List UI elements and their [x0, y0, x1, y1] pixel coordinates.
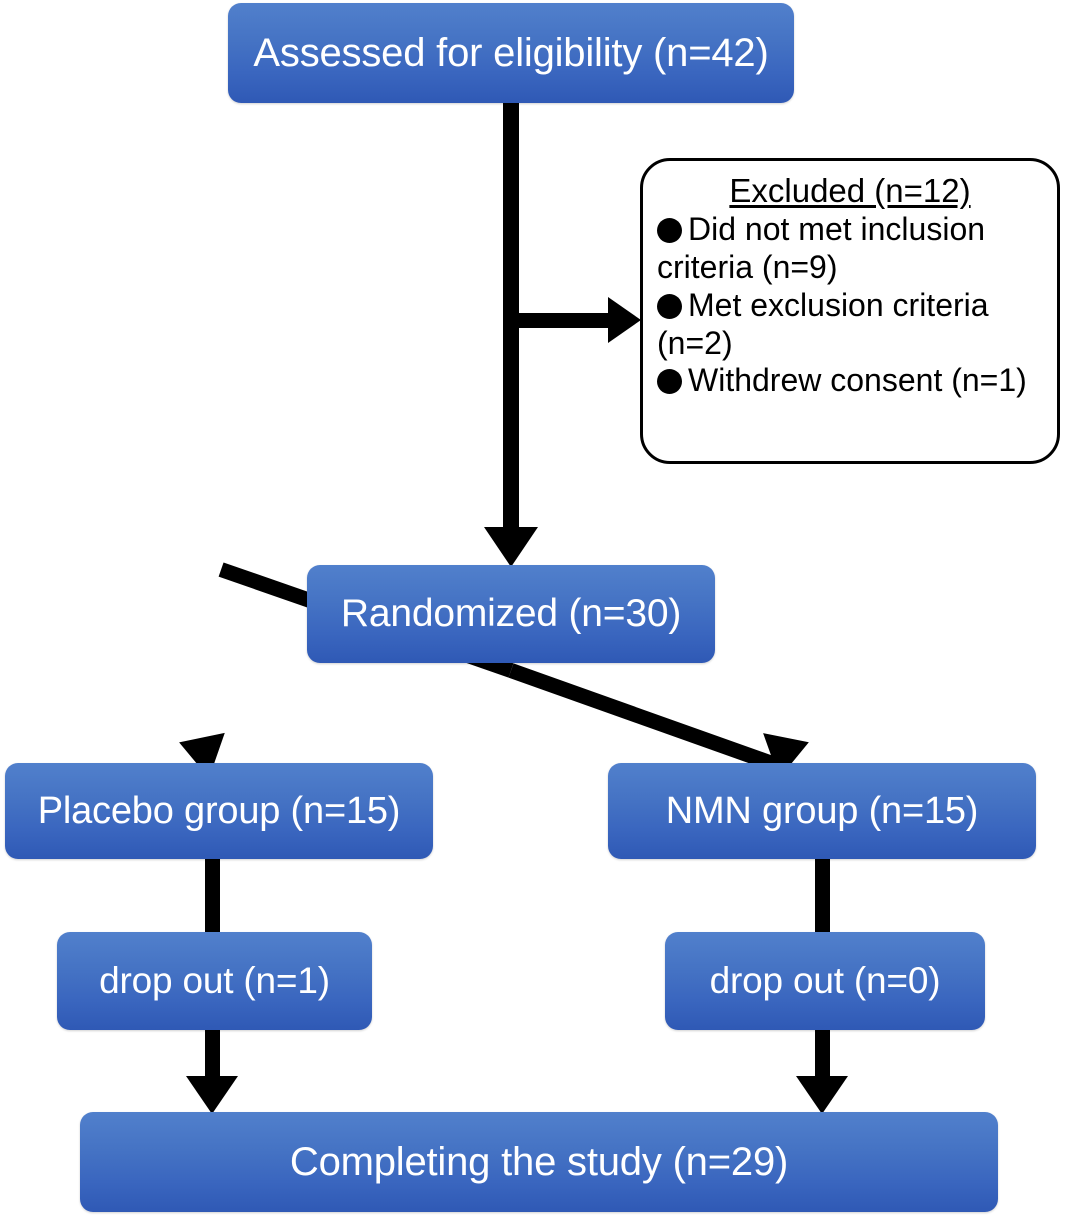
- excluded-reason-line-1: Did not met inclusion: [657, 211, 1043, 249]
- excluded-reason-line-2: criteria (n=9): [657, 249, 1043, 287]
- excluded-reason-line-3: Met exclusion criteria: [657, 287, 1043, 325]
- node-nmn-group: NMN group (n=15): [608, 763, 1036, 859]
- node-dropout-placebo-label: drop out (n=1): [99, 960, 330, 1001]
- excluded-reason-text-1: Did not met inclusion: [688, 211, 986, 248]
- excluded-reason-line-4: (n=2): [657, 325, 1043, 363]
- node-randomized-label: Randomized (n=30): [340, 592, 682, 635]
- node-assessed-for-eligibility: Assessed for eligibility (n=42): [228, 3, 794, 103]
- connector-randomized-to-nmn: [508, 663, 790, 776]
- arrow-right-icon-to-excluded: [608, 297, 641, 343]
- arrow-down-icon-to-randomized: [484, 527, 538, 567]
- node-completing-label: Completing the study (n=29): [289, 1139, 789, 1184]
- connector-nmn-to-dropout: [815, 858, 830, 934]
- connector-dropout-placebo-to-completing: [205, 1029, 220, 1084]
- node-dropout-nmn-label: drop out (n=0): [709, 960, 941, 1001]
- arrow-down-icon-completing-right: [796, 1076, 848, 1114]
- bullet-dot-icon: [657, 218, 682, 244]
- excluded-reason-text-5: Withdrew consent (n=1): [688, 362, 1027, 399]
- excluded-reason-text-2: criteria (n=9): [657, 249, 838, 285]
- node-placebo-group: Placebo group (n=15): [5, 763, 433, 859]
- node-placebo-label: Placebo group (n=15): [37, 789, 401, 832]
- arrow-down-icon-completing-left: [186, 1076, 238, 1114]
- bullet-dot-icon: [657, 293, 682, 319]
- node-excluded-card: Excluded (n=12) Did not met inclusion cr…: [640, 158, 1060, 464]
- node-dropout-placebo: drop out (n=1): [57, 932, 372, 1030]
- bullet-dot-icon: [657, 369, 682, 395]
- node-nmn-label: NMN group (n=15): [665, 789, 979, 832]
- connector-assessed-to-excluded-branch: [503, 313, 619, 328]
- connector-dropout-nmn-to-completing: [815, 1029, 830, 1084]
- excluded-title: Excluded (n=12): [729, 172, 971, 209]
- node-completing-the-study: Completing the study (n=29): [80, 1112, 998, 1212]
- node-randomized: Randomized (n=30): [307, 565, 715, 663]
- excluded-reason-line-5: Withdrew consent (n=1): [657, 362, 1043, 400]
- connector-placebo-to-dropout: [205, 858, 220, 934]
- excluded-reason-text-3: Met exclusion criteria: [688, 286, 989, 323]
- node-dropout-nmn: drop out (n=0): [665, 932, 985, 1030]
- excluded-reason-text-4: (n=2): [657, 324, 733, 361]
- node-assessed-label: Assessed for eligibility (n=42): [253, 30, 769, 75]
